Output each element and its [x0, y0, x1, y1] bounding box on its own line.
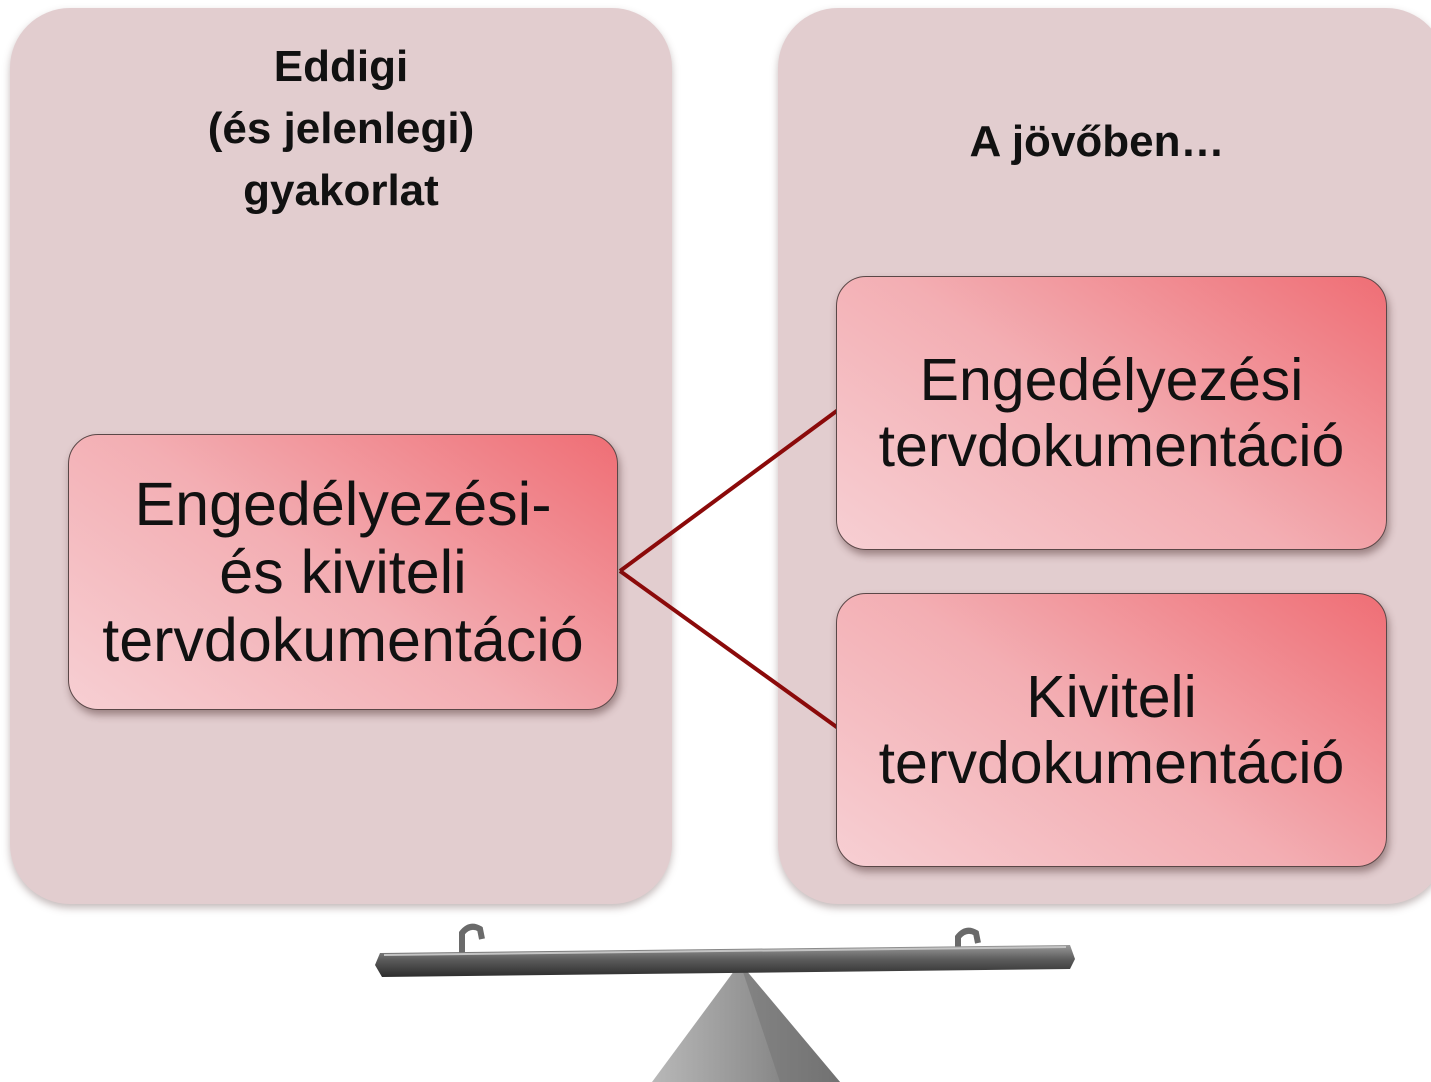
permit-box-line-1: Engedélyezési	[919, 347, 1304, 413]
left-title-line-1: Eddigi	[273, 42, 409, 91]
permit-box-line-2: tervdokumentáció	[878, 413, 1345, 479]
combined-documentation-box: Engedélyezési- és kiviteli tervdokumentá…	[68, 434, 618, 710]
seesaw-beam-highlight	[383, 946, 1067, 956]
seesaw-beam	[375, 945, 1075, 977]
combined-box-line-1: Engedélyezési-	[134, 470, 552, 538]
seesaw-fulcrum-shade	[740, 963, 840, 1082]
execution-box-line-1: Kiviteli	[1026, 664, 1197, 730]
seesaw-right-handle	[955, 927, 981, 957]
permit-documentation-box: Engedélyezési tervdokumentáció	[836, 276, 1387, 550]
seesaw-left-handle	[459, 923, 485, 953]
right-panel-title: A jövőben…	[778, 111, 1416, 173]
combined-box-line-2: és kiviteli	[219, 538, 467, 606]
left-title-line-2: (és jelenlegi)	[207, 104, 475, 153]
left-panel-title: Eddigi (és jelenlegi) gyakorlat	[10, 36, 672, 222]
right-title-text: A jövőben…	[969, 117, 1225, 166]
execution-box-line-2: tervdokumentáció	[878, 730, 1345, 796]
execution-documentation-box: Kiviteli tervdokumentáció	[836, 593, 1387, 867]
left-title-line-3: gyakorlat	[243, 166, 439, 215]
combined-box-line-3: tervdokumentáció	[102, 606, 584, 674]
balance-seesaw-icon	[375, 923, 1075, 1082]
